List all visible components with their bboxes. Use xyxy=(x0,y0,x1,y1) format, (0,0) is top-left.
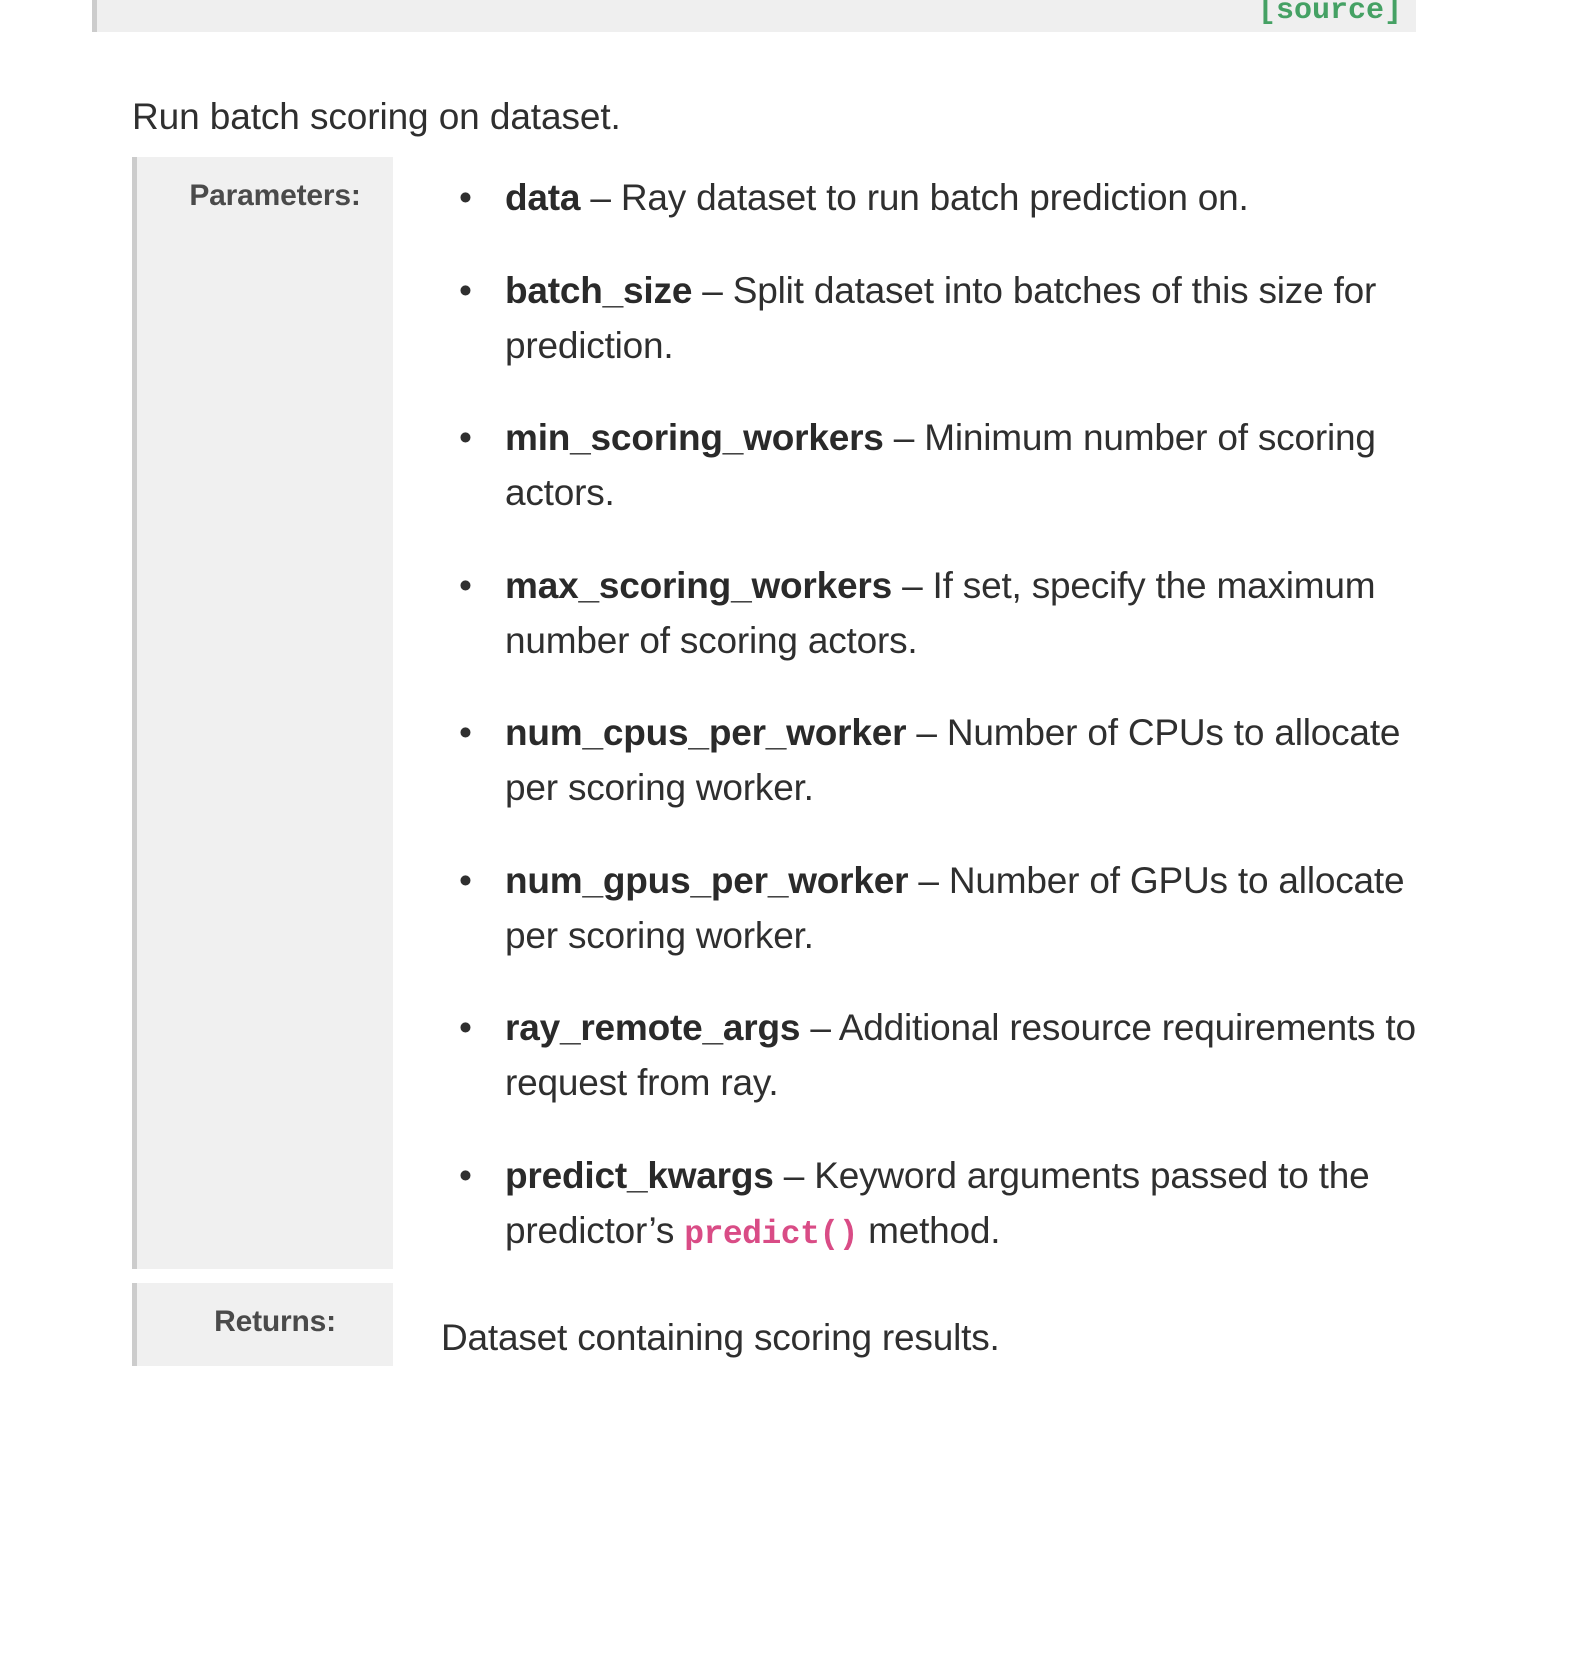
list-item: ray_remote_args – Additional resource re… xyxy=(459,1001,1462,1111)
param-dash: – xyxy=(590,177,611,218)
parameters-label: Parameters: xyxy=(132,157,393,1270)
list-item: max_scoring_workers – If set, specify th… xyxy=(459,559,1462,669)
parameters-body: data – Ray dataset to run batch predicti… xyxy=(393,157,1462,1269)
list-item: min_scoring_workers – Minimum number of … xyxy=(459,411,1462,521)
param-description: Split dataset into batches of this size … xyxy=(505,269,1377,366)
list-item: num_cpus_per_worker – Number of CPUs to … xyxy=(459,706,1462,816)
param-name: num_cpus_per_worker xyxy=(505,712,907,754)
param-dash: – xyxy=(918,859,939,901)
param-dash: – xyxy=(702,269,723,311)
param-name: num_gpus_per_worker xyxy=(505,859,909,901)
param-dash: – xyxy=(810,1007,831,1049)
source-link[interactable]: [source] xyxy=(1257,0,1402,28)
parameter-list: data – Ray dataset to run batch predicti… xyxy=(459,171,1462,1259)
param-description: Number of GPUs to allocate per scoring w… xyxy=(505,859,1405,956)
param-name: max_scoring_workers xyxy=(505,564,892,606)
predict-method-code: predict() xyxy=(684,1215,858,1253)
returns-row: Returns: Dataset containing scoring resu… xyxy=(132,1283,1462,1367)
param-name: batch_size xyxy=(505,269,693,311)
param-description: Number of CPUs to allocate per scoring w… xyxy=(505,712,1401,808)
param-name: data xyxy=(505,177,581,218)
summary-paragraph: Run batch scoring on dataset. xyxy=(132,96,621,137)
param-dash: – xyxy=(893,417,915,459)
param-name: ray_remote_args xyxy=(505,1007,801,1049)
returns-value: Dataset containing scoring results. xyxy=(441,1317,1000,1359)
returns-body: Dataset containing scoring results. xyxy=(393,1283,1462,1366)
list-item: predict_kwargs – Keyword arguments passe… xyxy=(459,1149,1462,1260)
list-item: batch_size – Split dataset into batches … xyxy=(459,264,1462,374)
param-description: Minimum number of scoring actors. xyxy=(505,417,1376,513)
param-dash: – xyxy=(902,564,923,606)
param-description: Ray dataset to run batch prediction on. xyxy=(620,177,1249,218)
list-item: num_gpus_per_worker – Number of GPUs to … xyxy=(459,854,1462,964)
list-item: data – Ray dataset to run batch predicti… xyxy=(459,171,1462,226)
param-name: predict_kwargs xyxy=(505,1154,774,1196)
param-name: min_scoring_workers xyxy=(505,417,884,459)
function-signature-block: [source] xyxy=(92,0,1416,32)
param-dash: – xyxy=(916,712,937,754)
param-description: Keyword arguments passed to the predicto… xyxy=(505,1154,1370,1251)
param-dash: – xyxy=(783,1154,805,1196)
parameters-row: Parameters: data – Ray dataset to run ba… xyxy=(132,157,1462,1270)
param-description: Additional resource requirements to requ… xyxy=(505,1007,1416,1103)
returns-label: Returns: xyxy=(132,1283,393,1367)
param-description: If set, specify the maximum number of sc… xyxy=(505,564,1376,661)
field-list-table: Parameters: data – Ray dataset to run ba… xyxy=(132,143,1462,1380)
param-description-tail: method. xyxy=(858,1209,1001,1251)
